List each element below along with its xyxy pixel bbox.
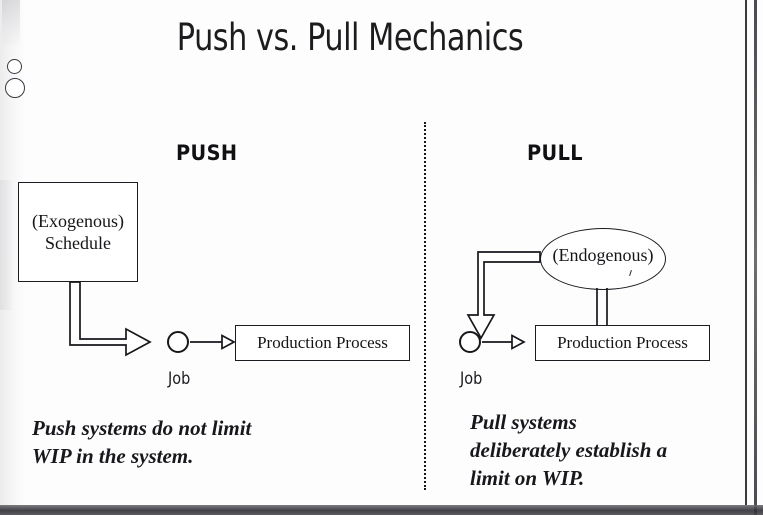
push-caption-line-1: Push systems do not limit: [32, 416, 252, 440]
scan-edge-bottom: [0, 505, 763, 515]
pull-job-label: Job: [460, 369, 483, 389]
scan-edge-right: [754, 0, 757, 515]
column-divider: [424, 122, 426, 490]
pull-open-arrowhead-icon: [511, 334, 526, 350]
pull-caption: Pull systems deliberately establish a li…: [470, 409, 735, 493]
pull-job-circle: [459, 331, 481, 353]
pull-column-heading: PULL: [527, 141, 583, 165]
pull-caption-line-1: Pull systems: [470, 410, 577, 434]
page-border-right: [745, 0, 747, 505]
push-open-arrowhead-icon: [221, 334, 236, 350]
pull-production-process-box: Production Process: [535, 325, 710, 361]
push-production-process-box: Production Process: [235, 325, 410, 361]
hole-punch-icon: [7, 59, 22, 74]
push-job-label: Job: [168, 369, 191, 389]
pull-caption-line-3: limit on WIP.: [470, 465, 585, 490]
exogenous-schedule-box: (Exogenous) Schedule: [18, 182, 138, 282]
pull-caption-line-2: deliberately establish a: [470, 437, 668, 462]
endogenous-ellipse: (Endogenous): [540, 228, 666, 290]
push-caption-line-2: WIP in the system.: [32, 443, 194, 468]
schedule-line-1: (Exogenous): [32, 210, 124, 231]
push-column-heading: PUSH: [176, 141, 238, 165]
page-title: Push vs. Pull Mechanics: [176, 16, 524, 59]
push-caption: Push systems do not limit WIP in the sys…: [32, 415, 382, 471]
push-job-circle: [167, 331, 189, 353]
schedule-line-2: Schedule: [45, 233, 111, 253]
hole-punch-icon: [5, 78, 25, 98]
pull-block-arrow-icon: [466, 251, 541, 340]
scan-smudge-mid: [0, 180, 14, 310]
endogenous-label: (Endogenous): [552, 244, 654, 265]
push-block-arrow-icon: [69, 281, 152, 357]
scan-smudge-top: [2, 0, 20, 46]
